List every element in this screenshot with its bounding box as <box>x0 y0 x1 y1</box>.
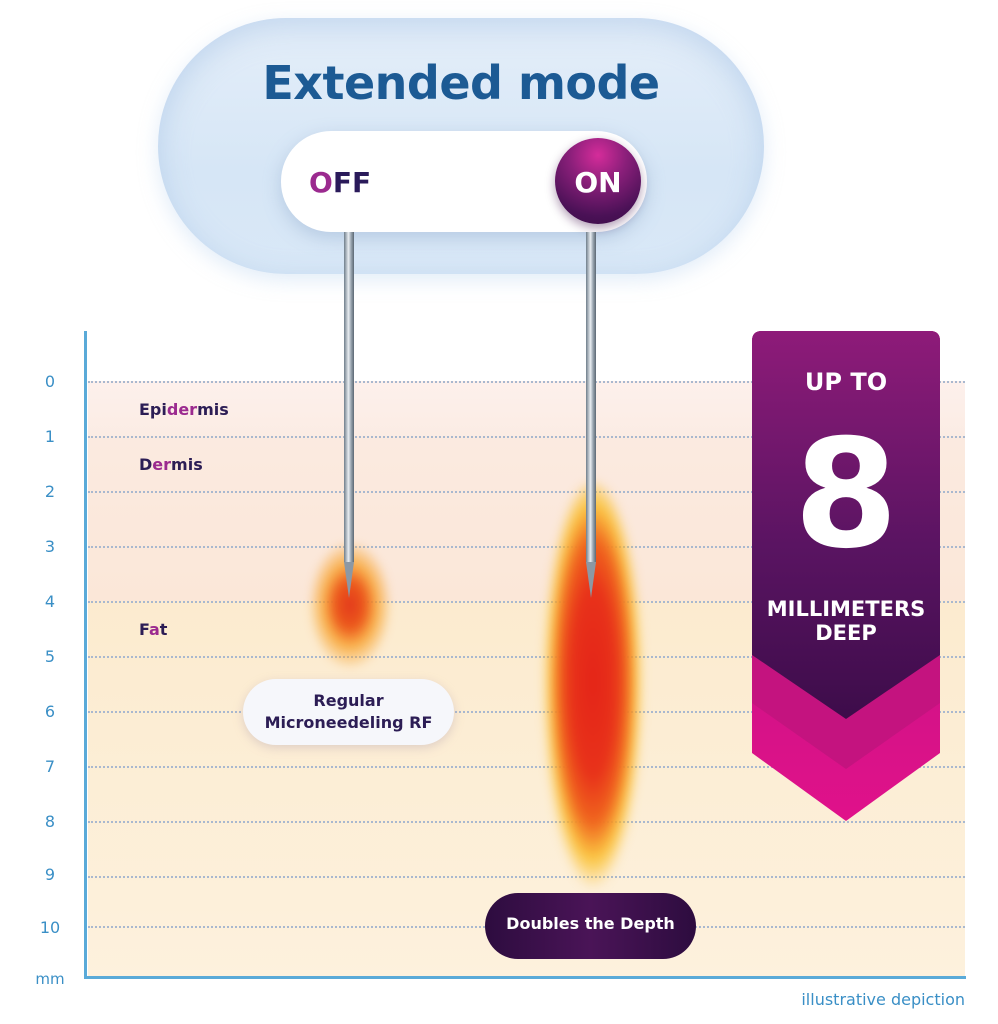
dermis-label: Dermis <box>139 455 203 474</box>
grid-line <box>88 821 965 823</box>
epidermis-label-c: mis <box>197 400 229 419</box>
regular-rf-line2: Microneedeling RF <box>264 713 433 732</box>
banner-units-line1: MILLIMETERS <box>766 597 926 621</box>
banner-units: MILLIMETERS DEEP <box>752 597 940 645</box>
extended-needle-shaft <box>586 232 596 562</box>
fat-label-b: a <box>149 620 160 639</box>
grid-line <box>88 656 965 658</box>
fat-label: Fat <box>139 620 167 639</box>
tick-label-3: 3 <box>44 537 56 556</box>
regular-needle-shaft <box>344 232 354 562</box>
off-label-rest: FF <box>332 166 372 199</box>
toggle-on-knob[interactable] <box>555 138 641 224</box>
fat-label-c: t <box>159 620 168 639</box>
depth-banner <box>752 331 940 821</box>
grid-line <box>88 711 965 713</box>
tick-label-6: 6 <box>44 702 56 721</box>
depth-unit-label: mm <box>35 970 65 988</box>
doubles-depth-badge <box>485 893 696 959</box>
epidermis-label: Epidermis <box>139 400 229 419</box>
tick-label-10: 10 <box>39 918 61 937</box>
doubles-depth-text: Doubles the Depth <box>506 914 675 933</box>
epidermis-label-b: der <box>166 400 198 419</box>
banner-units-line2: DEEP <box>815 621 877 645</box>
regular-rf-text: Regular Microneedeling RF <box>243 690 454 734</box>
tick-label-8: 8 <box>44 812 56 831</box>
page-title: Extended mode <box>262 56 660 110</box>
grid-line <box>88 876 965 878</box>
baseline-axis <box>84 976 966 979</box>
tick-label-2: 2 <box>44 482 56 501</box>
tick-label-0: 0 <box>44 372 56 391</box>
regular-needle-tip <box>344 562 354 598</box>
tick-label-4: 4 <box>44 592 56 611</box>
grid-line <box>88 766 965 768</box>
dermis-label-a: D <box>139 455 153 474</box>
banner-number: 8 <box>793 408 899 582</box>
toggle-off-label[interactable]: OFF <box>309 166 371 199</box>
tick-label-7: 7 <box>44 757 56 776</box>
toggle-on-label[interactable]: ON <box>574 166 622 199</box>
epidermis-label-a: Epi <box>139 400 167 419</box>
grid-line <box>88 546 965 548</box>
grid-line <box>88 436 965 438</box>
tick-label-1: 1 <box>44 427 56 446</box>
tick-label-5: 5 <box>44 647 56 666</box>
tick-label-9: 9 <box>44 865 56 884</box>
off-label-first-letter: O <box>309 166 333 199</box>
depth-axis <box>84 331 87 979</box>
grid-line <box>88 491 965 493</box>
grid-line <box>88 601 965 603</box>
banner-up-to: UP TO <box>804 368 888 396</box>
dermis-label-b: er <box>152 455 172 474</box>
regular-rf-line1: Regular <box>313 691 384 710</box>
illustrative-footnote: illustrative depiction <box>801 990 965 1009</box>
regular-rf-badge <box>243 679 454 745</box>
dermis-label-c: mis <box>171 455 203 474</box>
extended-needle-tip <box>586 562 596 598</box>
fat-label-a: F <box>139 620 149 639</box>
grid-line <box>88 381 965 383</box>
